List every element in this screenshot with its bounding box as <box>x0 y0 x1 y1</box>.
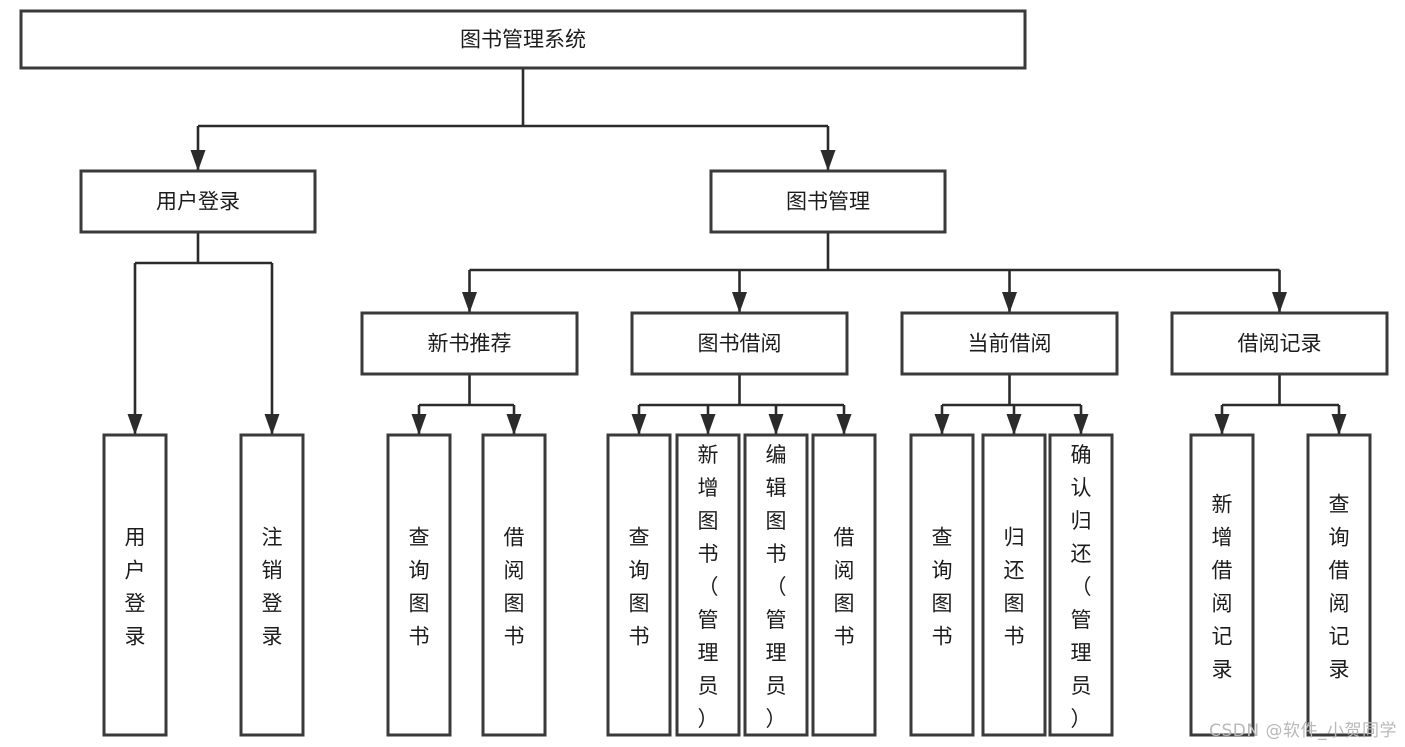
node-leaf-当前借阅-查询图书-box[interactable] <box>909 433 975 737</box>
node-layer: 图书管理系统用户登录图书管理新书推荐图书借阅当前借阅借阅记录用户登录注销登录查询… <box>19 9 1389 737</box>
node-level3-借阅记录[interactable]: 借阅记录 <box>1170 311 1389 376</box>
node-leaf-图书借阅-借阅图书[interactable]: 借阅图书 <box>811 433 877 737</box>
node-leaf-借阅记录-新增借阅记录-label: 新增借阅记录 <box>1212 493 1233 682</box>
node-level3-借阅记录-box[interactable] <box>1170 311 1389 376</box>
node-leaf-当前借阅-确认归还管理员-box[interactable] <box>1048 433 1114 737</box>
node-leaf-新书推荐-借阅图书[interactable]: 借阅图书 <box>481 433 547 737</box>
node-level2-图书管理-box[interactable] <box>709 169 947 234</box>
arrow-head-icon-图书借阅 <box>732 292 747 313</box>
arrow-head-icon-图书借阅-查询图书 <box>631 414 647 435</box>
node-leaf-借阅记录-新增借阅记录-box[interactable] <box>1189 433 1255 737</box>
node-leaf-当前借阅-确认归还管理员-label: 确认归还（管理员） <box>1071 443 1092 731</box>
node-leaf-当前借阅-归还图书-label: 归还图书 <box>1004 526 1025 649</box>
arrow-head-icon-借阅记录-查询借阅记录 <box>1331 414 1347 435</box>
node-leaf-图书借阅-借阅图书-label: 借阅图书 <box>834 526 855 649</box>
node-leaf-借阅记录-新增借阅记录[interactable]: 新增借阅记录 <box>1189 433 1255 737</box>
node-leaf-图书借阅-编辑图书管理员[interactable]: 编辑图书（管理员） <box>743 433 809 737</box>
node-leaf-图书借阅-编辑图书管理员-box[interactable] <box>743 433 809 737</box>
node-level2-图书管理-label: 图书管理 <box>786 190 870 214</box>
node-leaf-图书借阅-借阅图书-box[interactable] <box>811 433 877 737</box>
node-leaf-新书推荐-查询图书[interactable]: 查询图书 <box>386 433 452 737</box>
arrow-head-icon-图书借阅-新增图书管理员 <box>700 414 716 435</box>
node-level2-用户登录-box[interactable] <box>79 169 317 234</box>
node-leaf-当前借阅-归还图书[interactable]: 归还图书 <box>981 433 1047 737</box>
node-leaf-用户登录-用户登录-box[interactable] <box>102 433 168 737</box>
arrow-head-icon-当前借阅-查询图书 <box>934 414 950 435</box>
node-leaf-用户登录-用户登录[interactable]: 用户登录 <box>102 433 168 737</box>
node-level3-当前借阅-label: 当前借阅 <box>968 332 1052 356</box>
node-leaf-当前借阅-确认归还管理员[interactable]: 确认归还（管理员） <box>1048 433 1114 737</box>
node-leaf-当前借阅-归还图书-box[interactable] <box>981 433 1047 737</box>
node-level3-新书推荐-label: 新书推荐 <box>428 332 512 356</box>
node-leaf-图书借阅-新增图书管理员-box[interactable] <box>675 433 741 737</box>
node-root-图书管理系统[interactable]: 图书管理系统 <box>19 9 1027 70</box>
node-level2-图书管理[interactable]: 图书管理 <box>709 169 947 234</box>
watermark-label: CSDN @软件_小贺同学 <box>1209 721 1397 741</box>
node-root-图书管理系统-label: 图书管理系统 <box>460 28 586 52</box>
arrow-head-icon-借阅记录-新增借阅记录 <box>1214 414 1230 435</box>
node-level3-图书借阅-label: 图书借阅 <box>698 332 782 356</box>
arrow-head-icon-新书推荐-借阅图书 <box>506 414 522 435</box>
node-leaf-用户登录-注销登录-box[interactable] <box>239 433 305 737</box>
arrow-head-icon-借阅记录 <box>1272 292 1287 313</box>
node-leaf-新书推荐-查询图书-box[interactable] <box>386 433 452 737</box>
node-leaf-新书推荐-查询图书-label: 查询图书 <box>409 526 430 649</box>
node-level2-用户登录-label: 用户登录 <box>156 190 240 214</box>
arrow-head-icon-图书管理 <box>820 150 836 171</box>
node-level3-当前借阅-box[interactable] <box>900 311 1119 376</box>
node-leaf-图书借阅-新增图书管理员[interactable]: 新增图书（管理员） <box>675 433 741 737</box>
node-leaf-图书借阅-查询图书-box[interactable] <box>606 433 672 737</box>
arrow-head-icon-当前借阅-确认归还管理员 <box>1073 414 1089 435</box>
arrow-head-icon-图书借阅-编辑图书管理员 <box>768 414 784 435</box>
node-leaf-图书借阅-编辑图书管理员-label: 编辑图书（管理员） <box>766 443 787 731</box>
arrow-head-icon-用户登录 <box>190 150 206 171</box>
arrow-head-icon-新书推荐-查询图书 <box>411 414 427 435</box>
node-leaf-图书借阅-查询图书-label: 查询图书 <box>629 526 650 649</box>
node-leaf-新书推荐-借阅图书-label: 借阅图书 <box>504 526 525 649</box>
arrow-head-icon-用户登录-注销登录 <box>264 414 280 435</box>
node-level3-图书借阅-box[interactable] <box>630 311 849 376</box>
node-leaf-当前借阅-查询图书-label: 查询图书 <box>932 526 953 649</box>
arrow-head-icon-图书借阅-借阅图书 <box>836 414 852 435</box>
connector-layer <box>127 68 1347 435</box>
arrow-head-icon-用户登录-用户登录 <box>127 414 143 435</box>
node-leaf-借阅记录-查询借阅记录-label: 查询借阅记录 <box>1329 493 1350 682</box>
node-leaf-用户登录-注销登录[interactable]: 注销登录 <box>239 433 305 737</box>
node-level3-新书推荐-box[interactable] <box>360 311 579 376</box>
node-root-图书管理系统-box[interactable] <box>19 9 1027 70</box>
node-level3-图书借阅[interactable]: 图书借阅 <box>630 311 849 376</box>
node-leaf-用户登录-用户登录-label: 用户登录 <box>125 526 146 649</box>
node-leaf-当前借阅-查询图书[interactable]: 查询图书 <box>909 433 975 737</box>
node-level3-当前借阅[interactable]: 当前借阅 <box>900 311 1119 376</box>
arrow-head-icon-新书推荐 <box>462 292 477 313</box>
node-leaf-借阅记录-查询借阅记录[interactable]: 查询借阅记录 <box>1306 433 1372 737</box>
node-leaf-图书借阅-查询图书[interactable]: 查询图书 <box>606 433 672 737</box>
node-level3-借阅记录-label: 借阅记录 <box>1238 332 1322 356</box>
arrow-head-icon-当前借阅-归还图书 <box>1006 414 1022 435</box>
node-leaf-用户登录-注销登录-label: 注销登录 <box>262 526 283 649</box>
node-leaf-新书推荐-借阅图书-box[interactable] <box>481 433 547 737</box>
node-leaf-图书借阅-新增图书管理员-label: 新增图书（管理员） <box>698 443 719 731</box>
arrow-head-icon-当前借阅 <box>1002 292 1017 313</box>
node-level3-新书推荐[interactable]: 新书推荐 <box>360 311 579 376</box>
node-level2-用户登录[interactable]: 用户登录 <box>79 169 317 234</box>
node-leaf-借阅记录-查询借阅记录-box[interactable] <box>1306 433 1372 737</box>
